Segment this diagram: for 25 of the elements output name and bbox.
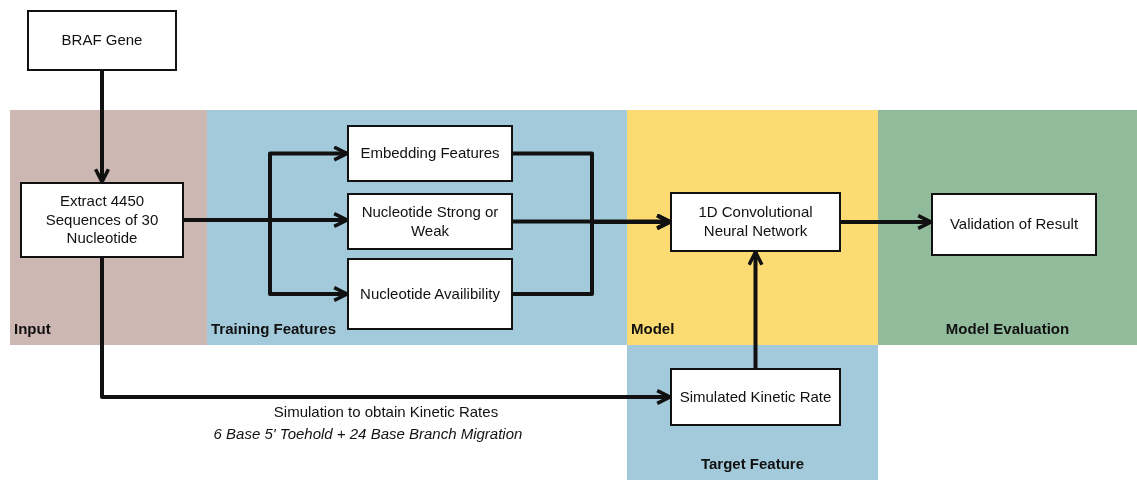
process-box: Simulated Kinetic Rate: [670, 368, 841, 426]
arrow: [747, 250, 764, 368]
process-box: Validation of Result: [931, 193, 1097, 256]
edge-label: Simulation to obtain Kinetic Rates: [272, 403, 500, 420]
process-box: 1D Convolutional Neural Network: [670, 192, 841, 252]
process-box: Nucleotide Strong or Weak: [347, 193, 513, 250]
process-box: BRAF Gene: [27, 10, 177, 71]
arrow: [100, 258, 672, 406]
process-box: Nucleotide Availibility: [347, 258, 513, 330]
section-heading: Target Feature: [699, 455, 806, 472]
note-text: 6 Base 5' Toehold + 24 Base Branch Migration: [212, 425, 524, 442]
arrow: [93, 71, 111, 184]
section-heading: Input: [14, 320, 51, 337]
section-band: [627, 110, 878, 345]
section-band: [627, 345, 878, 480]
section-heading: Training Features: [211, 320, 337, 337]
section-band: [10, 110, 207, 345]
section-band: [878, 110, 1137, 345]
process-box: Extract 4450 Sequences of 30 Nucleotide: [20, 182, 184, 258]
arrow: [513, 213, 672, 296]
process-box: Embedding Features: [347, 125, 513, 182]
arrow: [841, 213, 933, 231]
section-band: [207, 110, 627, 345]
section-heading: Model Evaluation: [944, 320, 1071, 337]
section-heading: Model: [631, 320, 675, 337]
